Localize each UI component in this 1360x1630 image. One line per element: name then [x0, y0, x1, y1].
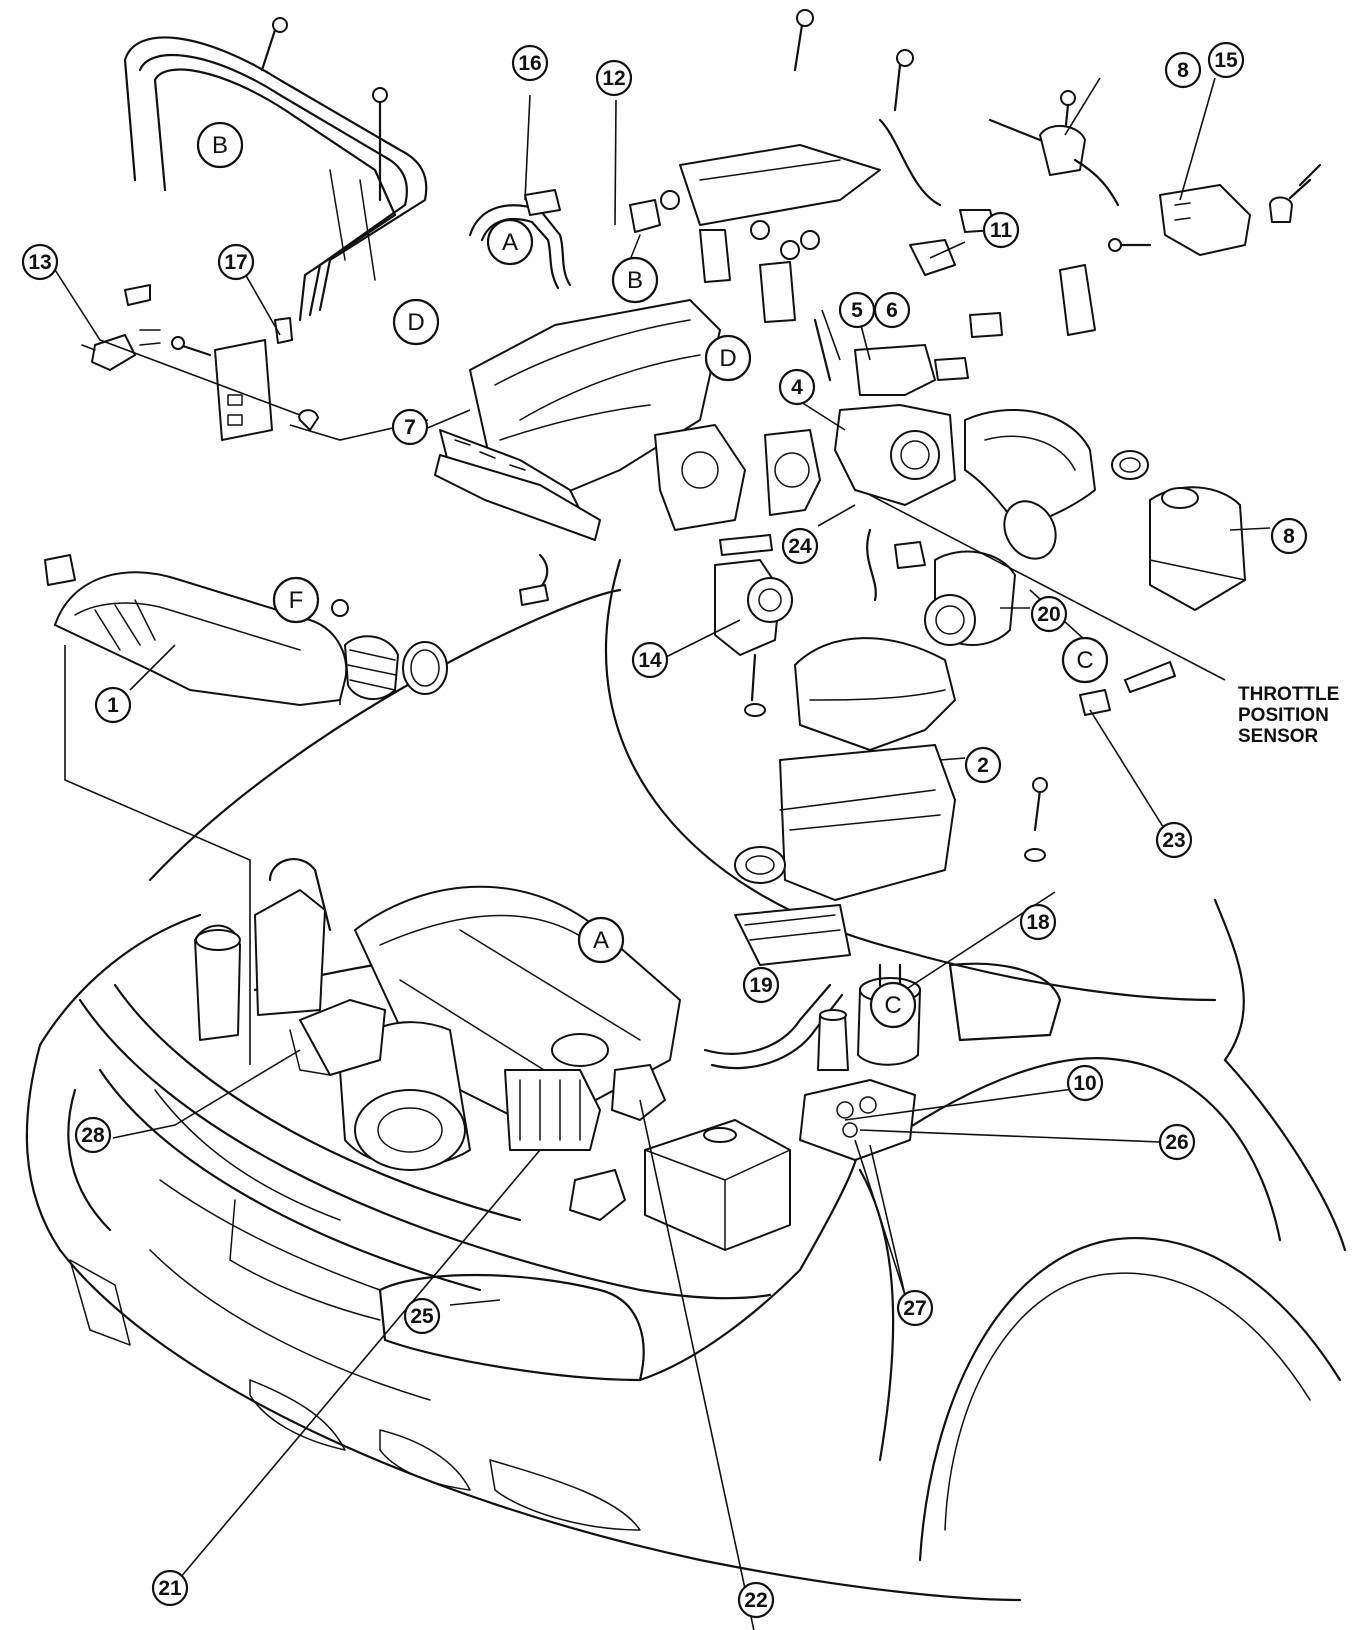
callout-4-label: 4: [791, 376, 803, 399]
marker-D-manifold: D: [704, 334, 752, 382]
marker-A-hose: A: [486, 218, 534, 266]
callout-14-label: 14: [638, 649, 662, 672]
callout-6-label: 6: [886, 299, 898, 322]
callout-25: 25: [403, 1297, 441, 1335]
callout-13-label: 13: [28, 251, 51, 274]
leader-lines: [49, 77, 1271, 1630]
callout-12: 12: [595, 59, 633, 97]
callout-2-label: 2: [977, 754, 989, 777]
marker-B-fuel-lines: B: [196, 121, 244, 169]
callout-17: 17: [217, 243, 255, 281]
marker-D-fuel-lines: D: [392, 298, 440, 346]
callout-13: 13: [21, 243, 59, 281]
marker-C-engine: C: [869, 981, 917, 1029]
marker-C-intake: C: [1061, 636, 1109, 684]
marker-F-duct: F: [272, 576, 320, 624]
callout-28-label: 28: [81, 1124, 105, 1147]
marker-B-manifold: B: [611, 256, 659, 304]
callout-11: 11: [982, 211, 1020, 249]
callout-16: 16: [511, 44, 549, 82]
throttle-position-sensor-label: THROTTLE POSITION SENSOR: [1238, 684, 1339, 747]
callout-1-label: 1: [107, 694, 119, 717]
marker-A-engine-label: A: [593, 927, 609, 954]
callout-27: 27: [896, 1289, 934, 1327]
marker-B-manifold-label: B: [627, 267, 643, 294]
callout-21: 21: [151, 1569, 189, 1607]
callout-28: 28: [74, 1116, 112, 1154]
callout-11-label: 11: [990, 219, 1013, 242]
callout-8-top: 8: [1164, 51, 1202, 89]
tps-label-line2: POSITION: [1238, 705, 1329, 726]
callout-25-label: 25: [410, 1305, 434, 1328]
callout-6: 6: [873, 291, 911, 329]
callout-8-resonator: 8: [1270, 517, 1308, 555]
callout-27-label: 27: [903, 1297, 926, 1320]
callout-2: 2: [964, 746, 1002, 784]
tps-label-line1: THROTTLE: [1238, 684, 1340, 705]
callout-19-label: 19: [749, 974, 772, 997]
marker-A-label: A: [502, 229, 518, 256]
callout-24: 24: [781, 527, 819, 565]
tps-label-line3: SENSOR: [1238, 726, 1319, 747]
marker-B-label: B: [212, 132, 228, 159]
marker-C-intake-label: C: [1076, 647, 1093, 674]
callout-7: 7: [391, 408, 429, 446]
marker-F-label: F: [289, 587, 304, 614]
callout-16-label: 16: [518, 52, 541, 75]
callout-8-resonator-label: 8: [1283, 525, 1295, 548]
callout-23-label: 23: [1162, 829, 1185, 852]
callout-21-label: 21: [158, 1577, 182, 1600]
callout-20: 20: [1030, 595, 1068, 633]
callout-18-label: 18: [1026, 911, 1050, 934]
callout-5-label: 5: [851, 299, 863, 322]
callout-4: 4: [778, 368, 816, 406]
callout-22: 22: [737, 1581, 775, 1619]
callout-24-label: 24: [788, 535, 812, 558]
marker-D-manifold-label: D: [719, 345, 736, 372]
callout-7-label: 7: [404, 416, 416, 439]
marker-A-engine: A: [577, 916, 625, 964]
callout-17-label: 17: [224, 251, 247, 274]
letter-markers: B A D B D F C A: [196, 121, 1109, 1029]
vehicle-body: [25, 558, 1347, 1602]
fuel-injection-parts: [44, 9, 1322, 966]
callout-10-label: 10: [1073, 1072, 1096, 1095]
callout-5: 5: [838, 291, 876, 329]
callout-15: 15: [1207, 41, 1245, 79]
callout-22-label: 22: [744, 1589, 767, 1612]
callout-26-label: 26: [1165, 1131, 1188, 1154]
callout-19: 19: [742, 966, 780, 1004]
callout-numbers: 1 2 4 5 6 7 8 8 10 11 12 13 14 15 16 17 …: [21, 41, 1308, 1619]
engine-bay-components: [194, 858, 1062, 1251]
marker-C-engine-label: C: [884, 992, 901, 1019]
callout-23: 23: [1155, 821, 1193, 859]
callout-15-label: 15: [1214, 49, 1238, 72]
callout-20-label: 20: [1037, 603, 1060, 626]
callout-10: 10: [1066, 1064, 1104, 1102]
callout-12-label: 12: [602, 67, 625, 90]
callout-1: 1: [94, 686, 132, 724]
marker-D-label: D: [407, 309, 424, 336]
callout-26: 26: [1158, 1123, 1196, 1161]
callout-8-top-label: 8: [1177, 59, 1189, 82]
callout-18: 18: [1019, 903, 1057, 941]
callout-14: 14: [631, 641, 669, 679]
